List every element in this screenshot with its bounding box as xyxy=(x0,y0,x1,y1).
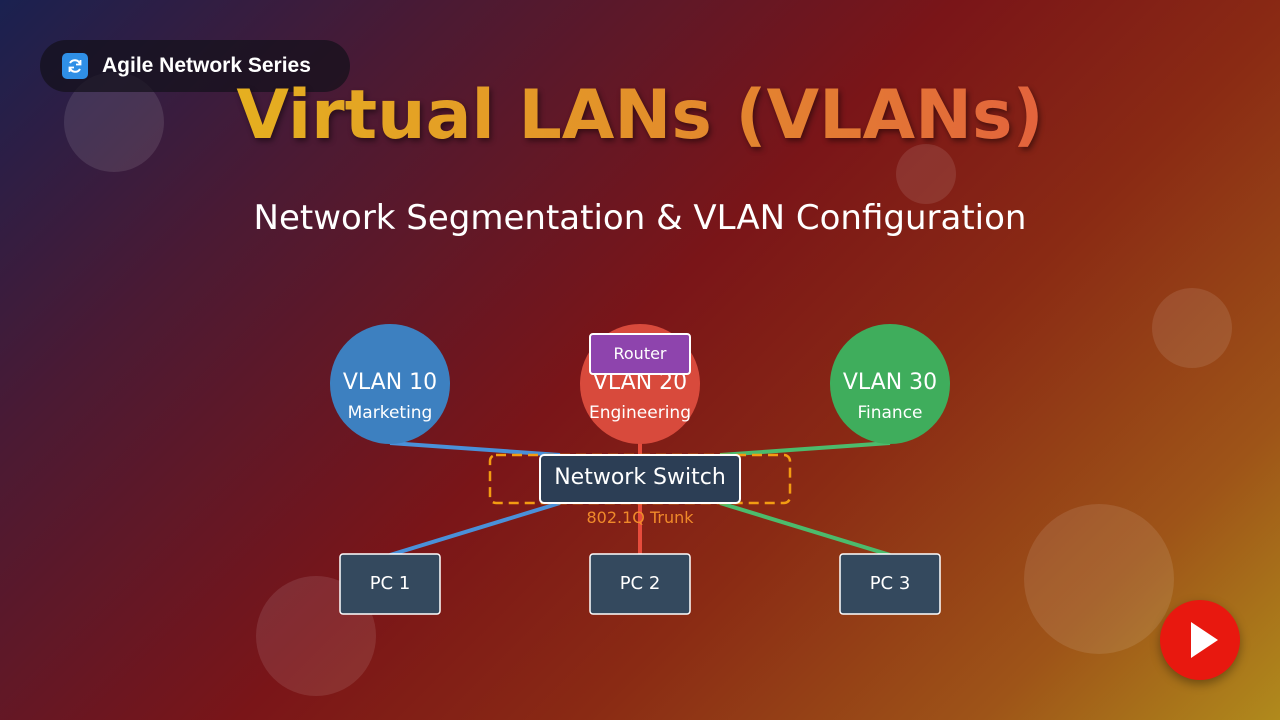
router-node: Router xyxy=(589,333,691,375)
decorative-bubble xyxy=(1152,288,1232,368)
vlan-department: Marketing xyxy=(348,403,433,423)
network-switch: Network Switch xyxy=(539,454,741,504)
vlan-30-node: VLAN 30 Finance xyxy=(830,324,950,444)
router-label: Router xyxy=(613,344,666,363)
vlan-name: VLAN 30 xyxy=(843,370,937,395)
pc-label: PC 2 xyxy=(620,573,661,594)
vlan-name: VLAN 10 xyxy=(343,370,437,395)
link-vlan30-switch xyxy=(719,441,891,457)
pc-3-node: PC 3 xyxy=(839,553,941,615)
series-badge: Agile Network Series xyxy=(40,40,350,92)
vlan-department: Engineering xyxy=(589,403,691,423)
play-icon xyxy=(1191,622,1218,658)
decorative-bubble xyxy=(1024,504,1174,654)
pc-label: PC 3 xyxy=(870,573,911,594)
trunk-label: 802.1Q Trunk xyxy=(586,508,694,527)
link-switch-pc1 xyxy=(389,501,561,557)
decorative-bubble xyxy=(896,144,956,204)
vlan-10-node: VLAN 10 Marketing xyxy=(330,324,450,444)
refresh-icon xyxy=(62,53,88,79)
switch-label: Network Switch xyxy=(554,465,726,490)
page-subtitle: Network Segmentation & VLAN Configuratio… xyxy=(253,198,1027,238)
series-label: Agile Network Series xyxy=(102,54,311,77)
vlan-department: Finance xyxy=(857,403,922,423)
play-button[interactable] xyxy=(1160,600,1240,680)
page-title: Virtual LANs (VLANs) xyxy=(0,76,1280,155)
pc-2-node: PC 2 xyxy=(589,553,691,615)
pc-label: PC 1 xyxy=(370,573,411,594)
link-vlan10-switch xyxy=(389,441,561,457)
pc-1-node: PC 1 xyxy=(339,553,441,615)
link-switch-pc3 xyxy=(719,501,891,557)
